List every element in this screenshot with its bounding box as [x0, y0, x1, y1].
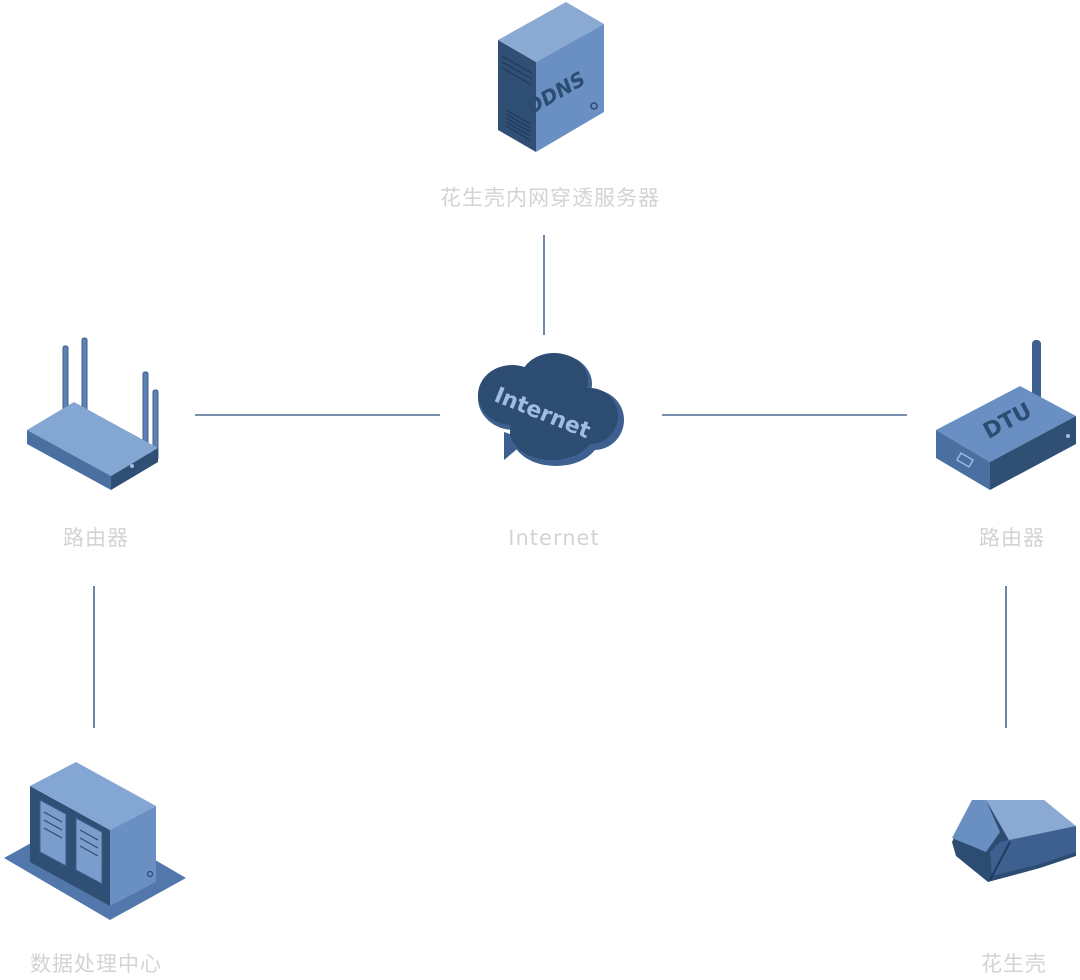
label-data-center: 数据处理中心 — [30, 952, 162, 976]
label-router-right: 路由器 — [979, 526, 1045, 550]
label-internet: Internet — [508, 526, 600, 550]
peanut-shell-device-icon — [952, 800, 1076, 882]
label-router-left: 路由器 — [63, 526, 129, 550]
dtu-device-icon: DTU — [936, 340, 1076, 490]
ddns-server-icon: DDNS — [498, 2, 604, 152]
label-peanut-shell: 花生壳 — [981, 952, 1047, 976]
data-center-icon — [4, 762, 186, 920]
label-ddns-server: 花生壳内网穿透服务器 — [440, 186, 660, 210]
internet-cloud-icon: Internet — [478, 353, 624, 466]
router-icon — [27, 337, 159, 490]
connectors — [93, 235, 1007, 728]
